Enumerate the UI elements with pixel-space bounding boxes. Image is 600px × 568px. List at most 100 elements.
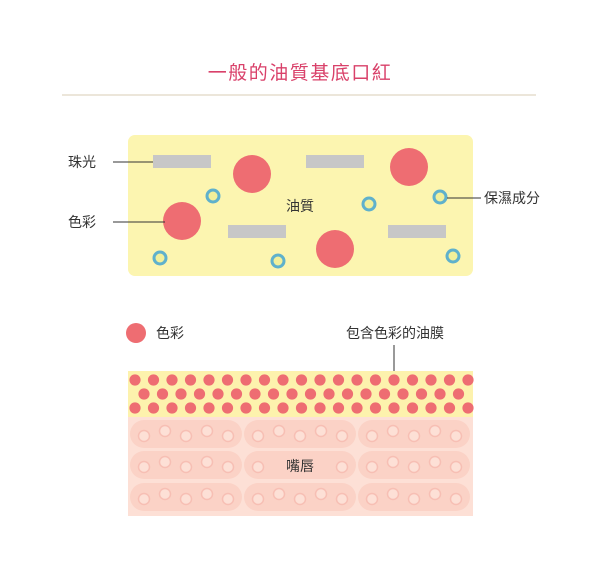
lip-cell-dot	[335, 492, 349, 506]
lip-cell-dot	[272, 424, 286, 438]
film-pigment-dot	[166, 374, 178, 386]
film-pigment-dot	[415, 388, 428, 400]
lip-cell-dot	[179, 429, 193, 443]
film-pigment-dot	[406, 374, 419, 386]
colored-oil-film	[128, 371, 474, 417]
pearl-particle	[306, 155, 364, 168]
lip-cell	[244, 451, 356, 479]
film-pigment-dot	[203, 374, 215, 386]
film-pigment-dot	[388, 402, 400, 414]
lip-cell-dot	[251, 429, 265, 443]
film-pigment-dot	[443, 374, 456, 386]
pearl-particle	[153, 155, 211, 168]
lip-cell-dot	[221, 460, 235, 474]
film-pigment-dot	[240, 374, 252, 386]
lip-cell-dot	[272, 487, 286, 501]
moisture-particles	[152, 188, 461, 269]
film-pigment-dot	[147, 374, 160, 386]
film-pigment-dot	[295, 402, 308, 414]
lip-cell-dot	[293, 429, 307, 443]
callout-moisture: 保濕成分	[447, 191, 540, 207]
lip-cell-dot	[200, 424, 214, 438]
lip-cell-dot	[428, 455, 442, 469]
film-pigment-dot	[230, 388, 243, 400]
film-pigment-dot	[212, 388, 224, 400]
pigment-particle	[233, 155, 271, 193]
lip-cell-dot	[314, 487, 328, 501]
pigment-particle	[316, 230, 354, 268]
lip-cell-dot	[158, 487, 172, 501]
lip-cell-dot	[251, 492, 265, 506]
film-pigment-dot	[462, 374, 474, 386]
lip-cell-dot	[365, 429, 379, 443]
film-pigment-dot	[129, 402, 141, 414]
film-pigment-dot	[203, 402, 215, 414]
film-pigment-dot	[388, 374, 400, 386]
lip-cell-dot	[158, 455, 172, 469]
film-pigment-dot	[452, 388, 465, 400]
film-pigment-dot	[434, 388, 446, 400]
callout-moisture-label: 保濕成分	[484, 191, 540, 207]
film-pigment-dot	[286, 388, 298, 400]
moisture-particle	[270, 253, 286, 269]
film-pigment-dot	[443, 402, 456, 414]
pigment-legend-label: 色彩	[156, 325, 184, 342]
film-pigment-dot	[193, 388, 206, 400]
film-pigment-dot	[406, 402, 419, 414]
film-pigment-dot	[397, 388, 409, 400]
film-pigment-dot	[221, 402, 234, 414]
lip-cell-dot	[179, 460, 193, 474]
film-pigment-dot	[138, 388, 150, 400]
film-pigment-dot	[360, 388, 372, 400]
lip-cell-dot	[407, 492, 421, 506]
lip-cell-dot	[335, 460, 349, 474]
film-pigment-dot	[462, 402, 474, 414]
film-pigment-dot	[369, 402, 382, 414]
lip-cell-dot	[200, 455, 214, 469]
moisture-particle	[445, 248, 461, 264]
pigment-particles	[163, 148, 428, 268]
film-pigment-dot	[425, 374, 437, 386]
lip-cell-dot	[386, 424, 400, 438]
pearl-particles	[153, 155, 446, 238]
film-pigment-dot	[332, 402, 345, 414]
film-pigment-dot	[277, 402, 289, 414]
film-pigment-dot	[175, 388, 187, 400]
lip-cell-dot	[179, 492, 193, 506]
film-pigment-dot	[249, 388, 261, 400]
film-pigment-dot	[267, 388, 280, 400]
lip-cell-dot	[137, 492, 151, 506]
page-title: 一般的油質基底口紅	[208, 62, 393, 84]
moisture-particle	[205, 188, 221, 204]
callout-pearl-label: 珠光	[68, 155, 96, 171]
pearl-particle	[388, 225, 446, 238]
callout-pigment: 色彩	[68, 214, 165, 231]
film-pigment-dot	[378, 388, 391, 400]
lip-cell-dot	[137, 429, 151, 443]
film-pigment-dot	[351, 374, 363, 386]
lip-cell-dot	[428, 487, 442, 501]
moisture-particle	[432, 189, 448, 205]
moisture-particle	[152, 250, 168, 266]
lip-cell-dot	[251, 460, 265, 474]
lip-cell-dot	[158, 424, 172, 438]
film-pigment-dot	[323, 388, 335, 400]
lip-cell-dot	[386, 455, 400, 469]
film-pigment-dot	[240, 402, 252, 414]
oil-base-background	[128, 135, 473, 276]
lip-cell-dot	[314, 424, 328, 438]
lip-cell-dot	[386, 487, 400, 501]
film-callout: 包含色彩的油膜	[346, 325, 444, 378]
lip-cell-dot	[200, 487, 214, 501]
film-pigment-dot	[314, 374, 326, 386]
pigment-particle	[163, 202, 201, 240]
film-pigment-dot	[425, 402, 437, 414]
pearl-particle	[228, 225, 286, 238]
callout-pigment-label: 色彩	[68, 214, 96, 231]
film-pigment-dot	[258, 374, 271, 386]
lip-cells	[130, 420, 470, 511]
film-pigment-dot	[304, 388, 317, 400]
film-pigment-dot	[221, 374, 234, 386]
film-pigment-dot	[184, 402, 197, 414]
